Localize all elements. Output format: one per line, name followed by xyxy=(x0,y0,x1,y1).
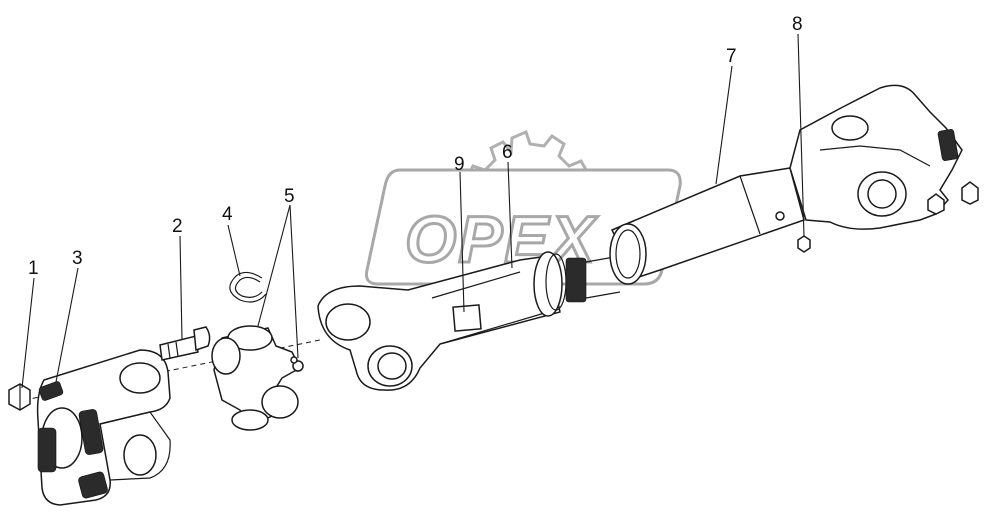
callout-4: 4 xyxy=(222,204,233,225)
callout-9: 9 xyxy=(454,154,465,175)
callout-2: 2 xyxy=(172,216,183,237)
watermark-badge xyxy=(365,168,682,286)
part-3-flange-yoke xyxy=(36,349,171,506)
part-6-slip-yoke-tube xyxy=(317,251,621,391)
part-2-bolt xyxy=(159,326,211,361)
part-4-circlip xyxy=(229,271,267,303)
callout-8: 8 xyxy=(792,14,803,35)
callout-7: 7 xyxy=(726,46,737,67)
leader-lines xyxy=(21,33,805,389)
part-1-nut xyxy=(8,383,31,411)
callout-3: 3 xyxy=(72,248,83,269)
part-5-cross-spider xyxy=(211,325,304,431)
callout-1: 1 xyxy=(28,258,39,279)
part-8-rear-yoke-assembly xyxy=(789,84,979,253)
callout-6: 6 xyxy=(502,142,513,163)
callout-5: 5 xyxy=(284,186,295,207)
callouts: 1 2 3 4 5 6 7 8 9 xyxy=(28,14,803,279)
